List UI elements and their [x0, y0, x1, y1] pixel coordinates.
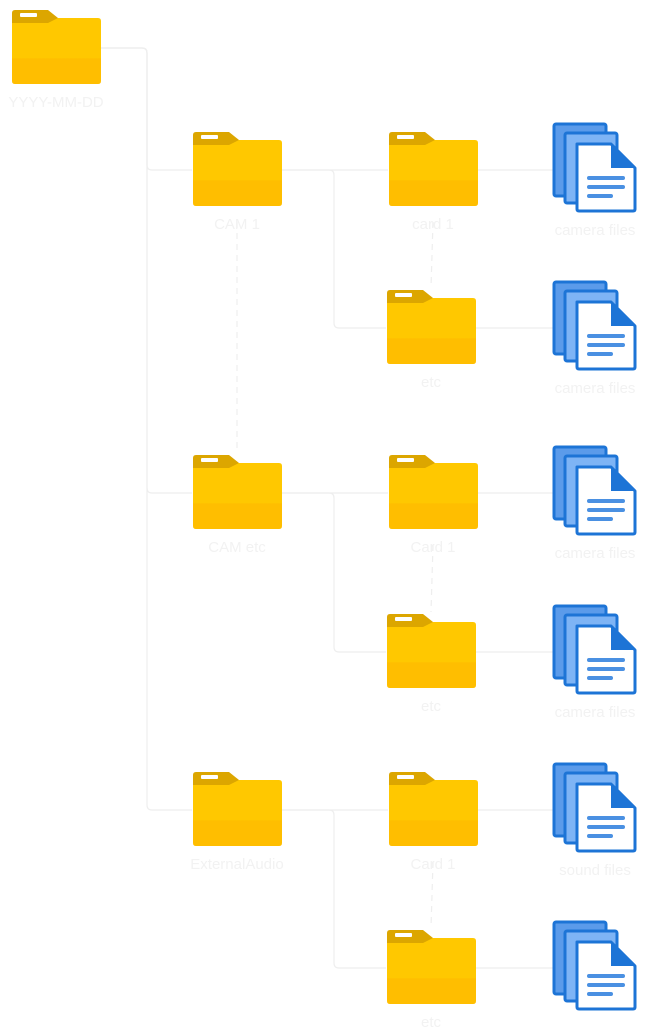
connector-cametc-to-cametc_etc: [282, 492, 386, 653]
node-label: camera files: [554, 545, 636, 562]
node-label: camera files: [554, 222, 636, 239]
folder-icon: [10, 9, 102, 90]
connector-cam1_card1-to-cam1_etc: [430, 221, 434, 289]
node-label: sound files: [559, 862, 631, 879]
files-icon: [551, 762, 637, 859]
connector-audio_card1-to-audio_etc: [430, 861, 434, 929]
node-label: CAM 1: [214, 216, 260, 233]
node-label: Card 1: [410, 539, 456, 556]
node-label: YYYY-MM-DD: [8, 94, 104, 111]
node-label: camera files: [554, 380, 636, 397]
connector-root-to-audio: [101, 47, 192, 811]
folder-icon: [191, 454, 283, 535]
folder-icon: [385, 613, 477, 694]
node-label: etc: [420, 374, 441, 391]
connector-cametc_card1-to-cametc_etc: [430, 544, 434, 613]
node-label: Card 1: [410, 856, 456, 873]
folder-icon: [385, 929, 477, 1010]
node-label: card 1: [412, 216, 454, 233]
connector-audio-to-audio_etc: [282, 809, 386, 969]
folder-icon: [387, 454, 479, 535]
folder-icon: [191, 131, 283, 212]
files-icon: [551, 122, 637, 219]
node-label: camera files: [554, 704, 636, 721]
files-icon: [551, 445, 637, 542]
node-label: CAM etc: [208, 539, 266, 556]
node-label: etc: [420, 698, 441, 715]
node-label: etc: [420, 1014, 441, 1031]
files-icon: [551, 280, 637, 377]
connector-cam1-to-cam1_etc: [282, 169, 386, 329]
folder-icon: [385, 289, 477, 370]
folder-icon: [387, 131, 479, 212]
files-icon: [551, 920, 637, 1017]
node-label: ExternalAudio: [190, 856, 284, 873]
files-icon: [551, 604, 637, 701]
folder-icon: [191, 771, 283, 852]
folder-icon: [387, 771, 479, 852]
